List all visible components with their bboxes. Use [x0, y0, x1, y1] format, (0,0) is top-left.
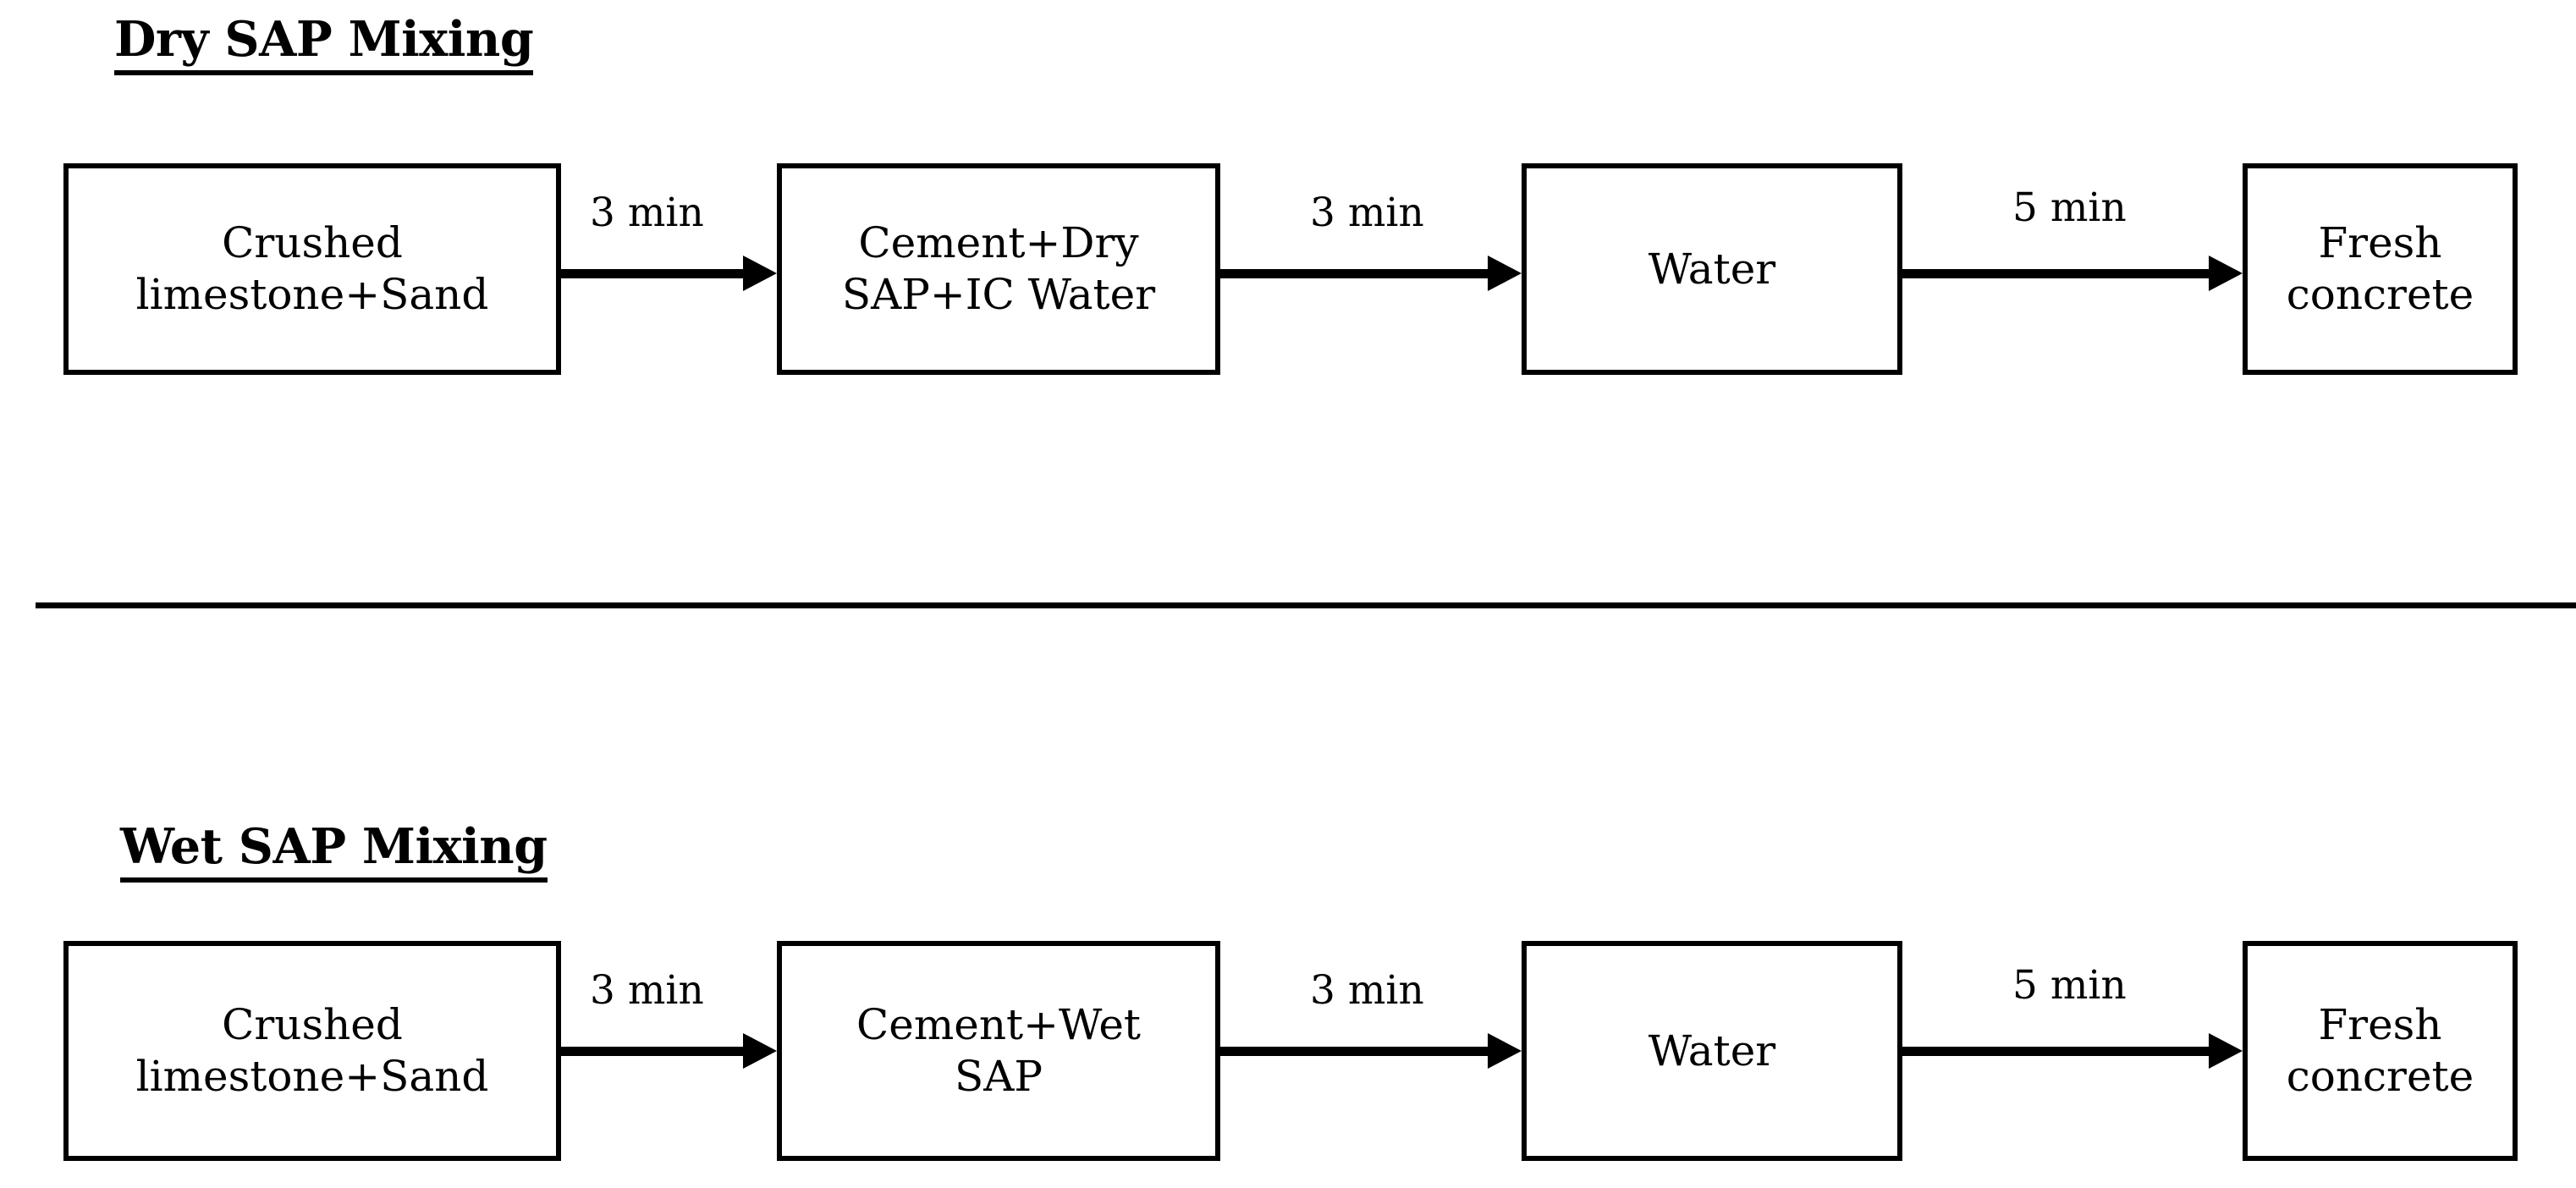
wet-box-cement-wet-sap: Cement+Wet SAP [777, 941, 1220, 1161]
wet-box-water: Water [1522, 941, 1902, 1161]
dry-arrow-2-head [1488, 256, 1522, 291]
wet-box-crushed-limestone-sand: Crushed limestone+Sand [63, 941, 561, 1161]
dry-box-fresh-concrete: Fresh concrete [2243, 163, 2518, 375]
dry-box-water: Water [1522, 163, 1902, 375]
wet-arrow-1-shaft [561, 1047, 743, 1056]
wet-arrow-1-label: 3 min [590, 967, 704, 1014]
dry-box-4-label: Fresh concrete [2286, 218, 2474, 319]
wet-arrow-3-shaft [1902, 1047, 2209, 1056]
wet-box-4-label: Fresh concrete [2286, 1000, 2474, 1101]
dry-arrow-1-label: 3 min [590, 190, 704, 236]
dry-box-cement-dry-sap-ic-water: Cement+Dry SAP+IC Water [777, 163, 1220, 375]
dry-arrow-3-shaft [1902, 269, 2209, 278]
wet-arrow-1-head [743, 1033, 777, 1069]
section-title-dry: Dry SAP Mixing [114, 15, 534, 75]
wet-box-2-label: Cement+Wet SAP [856, 1000, 1142, 1101]
dry-arrow-3-label: 5 min [2012, 184, 2127, 231]
wet-box-1-label: Crushed limestone+Sand [135, 1000, 489, 1101]
dry-box-3-label: Water [1648, 244, 1776, 294]
section-divider [36, 602, 2576, 608]
wet-box-fresh-concrete: Fresh concrete [2243, 941, 2518, 1161]
section-title-wet: Wet SAP Mixing [120, 822, 548, 883]
wet-arrow-3-label: 5 min [2012, 962, 2127, 1009]
dry-box-1-label: Crushed limestone+Sand [135, 218, 489, 319]
dry-arrow-3-head [2209, 256, 2243, 291]
wet-box-3-label: Water [1648, 1026, 1776, 1075]
wet-arrow-2-label: 3 min [1310, 967, 1424, 1014]
dry-arrow-2-shaft [1220, 269, 1488, 278]
dry-box-2-label: Cement+Dry SAP+IC Water [841, 218, 1156, 319]
dry-arrow-2-label: 3 min [1310, 190, 1424, 236]
section-title-dry-text: Dry SAP Mixing [114, 15, 534, 75]
dry-arrow-1-shaft [561, 269, 743, 278]
wet-arrow-2-head [1488, 1033, 1522, 1069]
dry-box-crushed-limestone-sand: Crushed limestone+Sand [63, 163, 561, 375]
dry-arrow-1-head [743, 256, 777, 291]
wet-arrow-2-shaft [1220, 1047, 1488, 1056]
section-title-wet-text: Wet SAP Mixing [120, 822, 548, 883]
wet-arrow-3-head [2209, 1033, 2243, 1069]
